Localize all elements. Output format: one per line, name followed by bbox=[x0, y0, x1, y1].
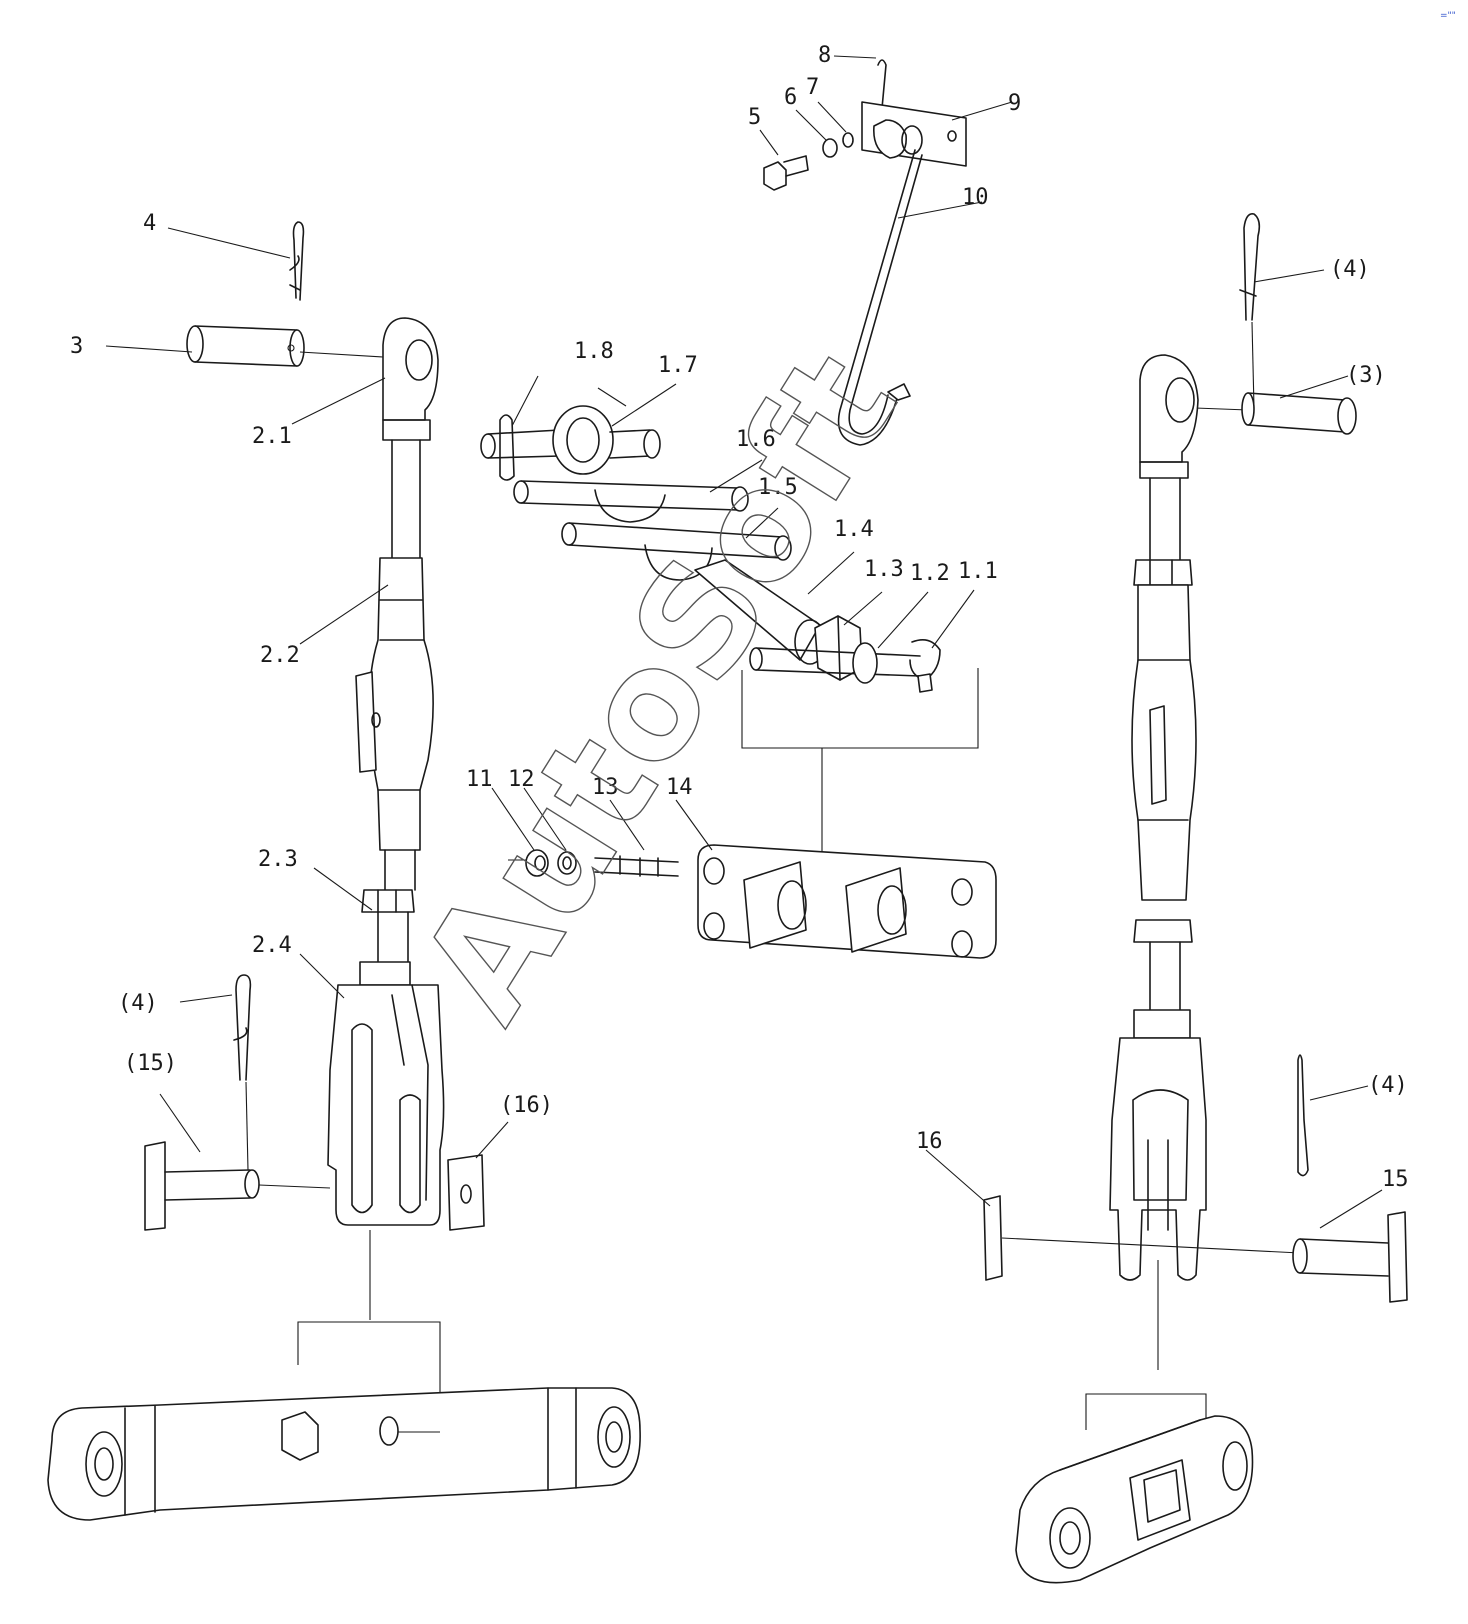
callout-4-right-upper: (4) bbox=[1330, 257, 1370, 282]
callout-15-left: (15) bbox=[124, 1051, 177, 1076]
split-pin-8 bbox=[877, 59, 887, 131]
corner-mark: ="" bbox=[1440, 11, 1456, 21]
callout-1-5: 1.5 bbox=[758, 475, 798, 500]
callout-15-right: 15 bbox=[1382, 1167, 1409, 1192]
callout-14: 14 bbox=[666, 775, 693, 800]
plate-16-right bbox=[983, 1195, 1301, 1281]
callout-3-right: (3) bbox=[1346, 363, 1386, 388]
washer-6 bbox=[822, 138, 838, 158]
clip-1-1 bbox=[909, 639, 941, 693]
callout-labels: 4 3 2.1 2.2 2.3 2.4 (4) (15) (16) 1.8 1.… bbox=[70, 43, 1409, 1192]
lynch-pin-4-right-lower bbox=[1297, 1054, 1309, 1177]
pin-15-left bbox=[144, 1141, 331, 1231]
clevis-2-4 bbox=[327, 961, 445, 1320]
clevis-right bbox=[1109, 1009, 1207, 1370]
lynch-pin-4 bbox=[289, 221, 305, 301]
ball-1-7 bbox=[552, 405, 661, 475]
pin-1-5 bbox=[561, 522, 792, 561]
callout-12: 12 bbox=[508, 767, 535, 792]
callout-8: 8 bbox=[818, 43, 831, 68]
bolt-13 bbox=[594, 855, 679, 877]
washer-7 bbox=[842, 132, 854, 148]
callout-16-right: 16 bbox=[916, 1129, 943, 1154]
plate-16-left bbox=[447, 1154, 485, 1231]
callout-1-1: 1.1 bbox=[958, 559, 998, 584]
leader-lines bbox=[105, 55, 1383, 1229]
callout-2-4: 2.4 bbox=[252, 933, 292, 958]
right-lift-rod-assembly bbox=[983, 212, 1408, 1584]
pin-1-8 bbox=[480, 414, 561, 481]
callout-1-4: 1.4 bbox=[834, 517, 874, 542]
callout-4-left-lower: (4) bbox=[118, 991, 158, 1016]
hook-rod-10 bbox=[837, 149, 923, 446]
lynch-pin-4-left-lower bbox=[233, 974, 252, 1171]
callout-1-3: 1.3 bbox=[864, 557, 904, 582]
callout-1-6: 1.6 bbox=[736, 427, 776, 452]
bracket-plate-9 bbox=[861, 101, 967, 167]
frame-line-1 bbox=[741, 668, 979, 749]
yoke-upper bbox=[594, 489, 666, 523]
callout-6: 6 bbox=[784, 85, 797, 110]
callout-16-left: (16) bbox=[500, 1093, 553, 1118]
callout-3: 3 bbox=[70, 334, 83, 359]
lynch-pin-4-right-upper bbox=[1239, 212, 1261, 409]
nut-2-3 bbox=[361, 889, 415, 963]
nut-11 bbox=[525, 849, 549, 877]
callout-7: 7 bbox=[806, 75, 819, 100]
callout-4: 4 bbox=[143, 211, 156, 236]
bolt-5 bbox=[763, 155, 809, 191]
callout-11: 11 bbox=[466, 767, 493, 792]
turnbuckle-right bbox=[1131, 559, 1197, 1011]
pin-1-2 bbox=[749, 642, 921, 684]
rod-end-2-1 bbox=[382, 317, 439, 561]
pin-15-right bbox=[1292, 1211, 1408, 1303]
lower-link-bar-left bbox=[47, 1321, 641, 1521]
lower-link-bar-right bbox=[1015, 1393, 1254, 1584]
bracket-assembly-5-10 bbox=[763, 59, 967, 446]
callout-4-right-lower: (4) bbox=[1368, 1073, 1408, 1098]
callout-13: 13 bbox=[592, 775, 619, 800]
top-link-assembly bbox=[480, 405, 979, 895]
callout-1-2: 1.2 bbox=[910, 561, 950, 586]
callout-2-2: 2.2 bbox=[260, 643, 300, 668]
pin-3-right bbox=[1194, 392, 1357, 435]
callout-2-3: 2.3 bbox=[258, 847, 298, 872]
pin-1-6 bbox=[513, 480, 749, 512]
washer-12 bbox=[557, 851, 577, 875]
yoke-lower bbox=[644, 544, 713, 581]
callout-10: 10 bbox=[962, 185, 989, 210]
callout-2-1: 2.1 bbox=[252, 424, 292, 449]
bracket-assembly-11-14 bbox=[508, 844, 997, 959]
left-lift-rod-assembly bbox=[47, 221, 641, 1521]
callout-1-7: 1.7 bbox=[658, 353, 698, 378]
callout-1-8: 1.8 bbox=[574, 339, 614, 364]
rod-end-right bbox=[1139, 354, 1199, 561]
callout-5: 5 bbox=[748, 105, 761, 130]
callout-9: 9 bbox=[1008, 91, 1021, 116]
bracket-14 bbox=[697, 844, 997, 959]
turnbuckle-2-2 bbox=[355, 557, 434, 891]
pin-3 bbox=[186, 325, 384, 367]
